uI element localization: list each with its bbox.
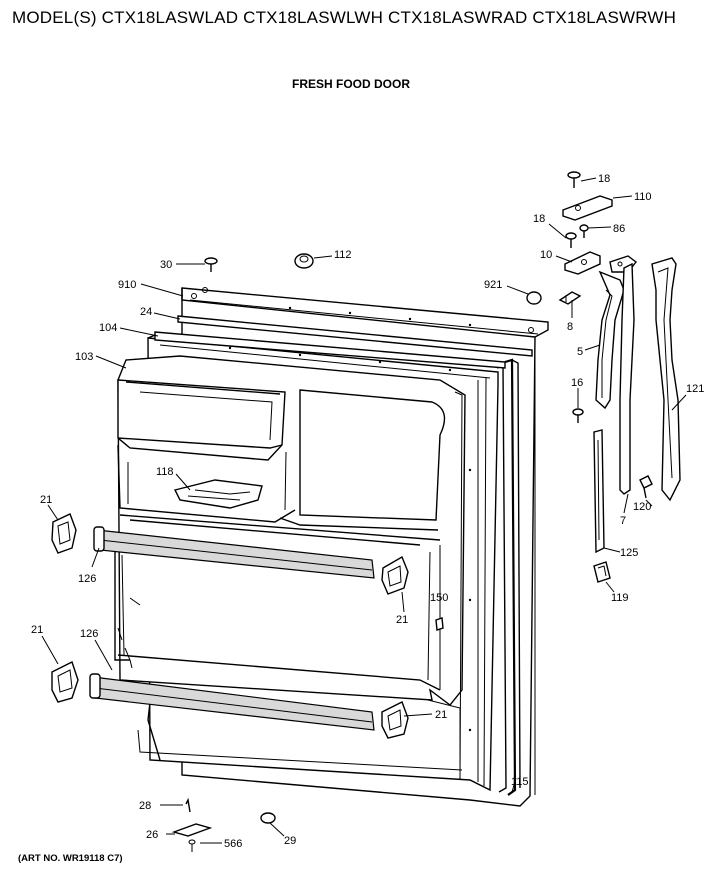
part-labels: 18 110 18 86 10 30 112 910 921 24 8 104 … (31, 173, 704, 850)
label-104: 104 (99, 322, 117, 334)
screw-16 (572, 408, 584, 423)
label-30: 30 (160, 259, 172, 271)
label-115: 115 (511, 776, 529, 788)
section-title: FRESH FOOD DOOR (292, 77, 411, 91)
shelf-bracket-left-upper (51, 513, 77, 554)
label-21-a: 21 (40, 494, 52, 506)
screw-18-top (567, 171, 581, 188)
art-number: (ART NO. WR19118 C7) (18, 853, 123, 864)
shelf-bar-lower (89, 673, 375, 731)
hinge-pin-8 (558, 291, 582, 305)
label-110: 110 (634, 191, 652, 203)
plug-112 (294, 253, 314, 269)
shelf-bracket-right-upper (381, 555, 409, 595)
label-921: 921 (484, 279, 502, 291)
label-126-a: 126 (78, 573, 96, 585)
breaker-strip (154, 331, 506, 369)
label-21-c: 21 (31, 624, 43, 636)
label-16: 16 (571, 377, 583, 389)
label-119: 119 (611, 592, 629, 604)
label-18-mid: 18 (533, 213, 545, 225)
trim-strip (177, 315, 533, 357)
label-10: 10 (540, 249, 552, 261)
model-header: MODEL(S) CTX18LASWLAD CTX18LASWLWH CTX18… (12, 8, 677, 27)
label-126-b: 126 (80, 628, 98, 640)
label-910: 910 (118, 279, 136, 291)
label-86: 86 (613, 223, 625, 235)
label-118: 118 (156, 466, 174, 478)
screw-120 (639, 475, 653, 499)
screw-30 (204, 257, 218, 272)
part-150 (435, 617, 444, 631)
label-28: 28 (139, 800, 151, 812)
label-7: 7 (620, 515, 626, 527)
label-125: 125 (620, 547, 638, 559)
screw-86 (579, 224, 589, 238)
hinge-10 (564, 251, 601, 275)
part-566 (188, 839, 196, 852)
label-566: 566 (224, 838, 242, 850)
label-29: 29 (284, 835, 296, 847)
egg-tray (173, 479, 263, 509)
plug-29 (260, 812, 276, 824)
label-120: 120 (633, 501, 651, 513)
stop-bar-125 (593, 429, 605, 554)
label-24: 24 (140, 306, 152, 318)
part-26 (171, 823, 213, 837)
leader-lines (41, 177, 687, 844)
label-121: 121 (686, 383, 704, 395)
label-18-top: 18 (598, 173, 610, 185)
shelf-bracket-left-lower (51, 661, 79, 703)
label-8: 8 (567, 321, 573, 333)
handle-trim-121 (651, 257, 681, 502)
part-119 (593, 561, 611, 583)
label-26: 26 (146, 829, 158, 841)
label-112: 112 (334, 249, 352, 261)
handle-base-7 (619, 262, 635, 495)
label-21-d: 21 (435, 709, 447, 721)
label-103: 103 (75, 351, 93, 363)
label-5: 5 (577, 346, 583, 358)
shelf-bracket-right-lower (381, 701, 409, 739)
hinge-cover-110 (562, 195, 613, 221)
plug-921 (526, 291, 542, 305)
part-28 (185, 797, 191, 813)
label-150: 150 (430, 592, 448, 604)
shelf-bar-upper (93, 526, 375, 579)
label-21-b: 21 (396, 614, 408, 626)
screw-18-mid (565, 232, 577, 248)
